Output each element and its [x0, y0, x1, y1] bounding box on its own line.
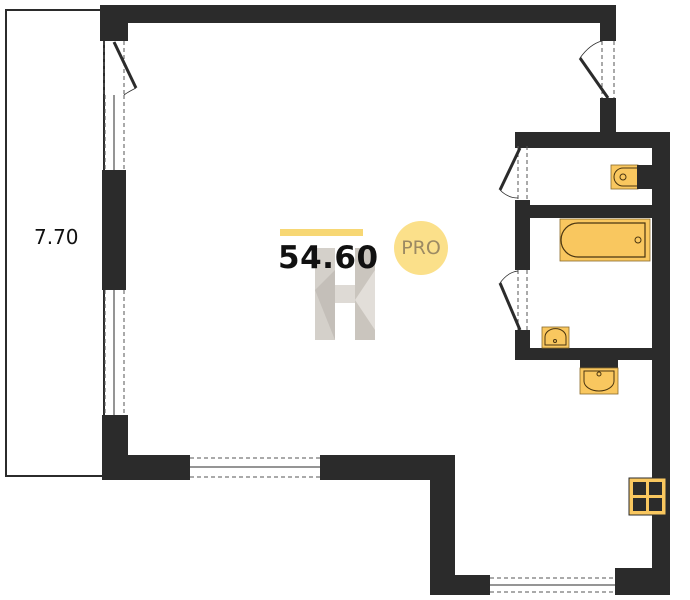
toilet-icon	[610, 164, 652, 190]
pro-badge: PRO	[394, 221, 448, 275]
balcony-area-label: 7.70	[34, 225, 79, 249]
door-swings	[123, 40, 603, 284]
balcony	[5, 9, 105, 477]
walls	[100, 5, 670, 595]
stove-icon	[628, 477, 667, 516]
window-frames	[113, 95, 615, 586]
windows	[103, 41, 615, 593]
kitchen-sink-icon	[579, 367, 619, 395]
logo-watermark	[315, 248, 375, 340]
bathtub-icon	[559, 218, 651, 262]
area-accent-bar	[280, 229, 363, 236]
sink-icon	[541, 326, 570, 349]
doors	[112, 41, 610, 331]
total-area-label: 54.60	[278, 240, 379, 276]
